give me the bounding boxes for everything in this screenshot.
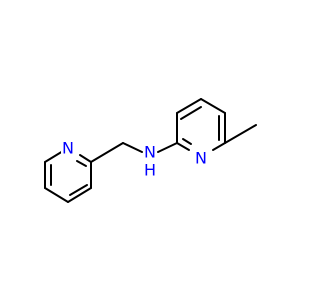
atom-label: N xyxy=(62,139,74,158)
bond xyxy=(69,184,88,196)
atom-label: N xyxy=(195,149,207,168)
ch2-n-bond xyxy=(122,142,143,153)
bond xyxy=(79,154,92,163)
bond xyxy=(176,98,202,114)
molecule-structure: N N H N xyxy=(44,98,257,203)
bond xyxy=(176,142,190,151)
bond xyxy=(200,98,226,114)
bond xyxy=(44,187,69,203)
bond xyxy=(76,160,87,167)
n-c2-bond xyxy=(157,142,178,153)
bond xyxy=(212,142,226,151)
atom-label: N xyxy=(144,143,156,162)
atom-n-left-ring: N xyxy=(61,139,75,158)
bond xyxy=(180,106,202,120)
ch2-bond xyxy=(90,142,124,163)
bond xyxy=(67,187,92,203)
atom-n-amine: N H xyxy=(143,143,157,180)
right-pyridine-ring xyxy=(176,98,226,151)
left-pyridine-ring xyxy=(44,147,92,203)
bond xyxy=(182,138,192,145)
atom-n-right-ring: N xyxy=(194,149,208,168)
atom-label: H xyxy=(144,161,156,180)
methyl-bond xyxy=(224,124,257,144)
